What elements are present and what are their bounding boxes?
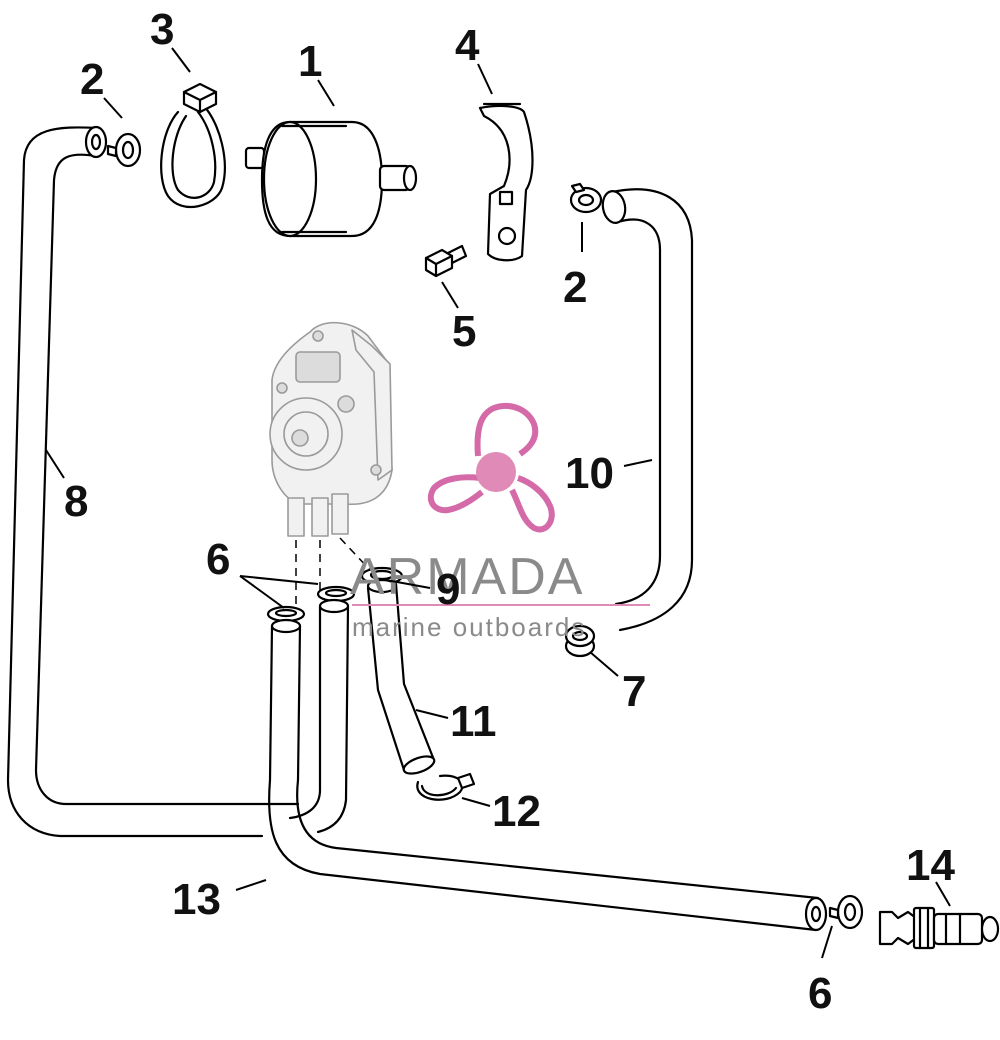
callout-5: 5	[452, 307, 476, 356]
callout-6-top: 6	[206, 535, 230, 584]
callout-11: 11	[450, 697, 497, 746]
propeller-blade-right	[509, 475, 555, 533]
hose-clamp-6-bottom	[828, 894, 864, 930]
callout-3: 3	[150, 5, 174, 54]
callout-10: 10	[565, 449, 614, 498]
leader-lines	[45, 47, 951, 959]
hose-clamp-7	[564, 624, 596, 658]
callouts: 1 2 2 3 4 5 6 6 7 8 9 10 11 12 13 14	[64, 5, 955, 1018]
propeller-blade-left	[427, 474, 484, 514]
propeller-blade-top	[474, 403, 539, 457]
callout-7: 7	[622, 667, 646, 716]
screw-5	[424, 244, 468, 278]
brand-name: ARMADA	[350, 548, 584, 606]
callout-9: 9	[436, 565, 460, 614]
watermark-logo: ARMADA marine outboards	[350, 403, 650, 642]
callout-2-left: 2	[80, 55, 104, 104]
callout-1: 1	[298, 37, 322, 86]
callout-13: 13	[172, 875, 221, 924]
assembly-lines	[295, 537, 371, 612]
bracket-4	[478, 102, 534, 262]
hose-clamp-2-left	[106, 132, 142, 168]
callout-2-right: 2	[563, 263, 587, 312]
hose-13	[268, 598, 828, 932]
hose-8	[6, 125, 300, 838]
hose-10	[601, 188, 694, 632]
callout-14: 14	[906, 841, 955, 890]
fuel-pump-ghost	[269, 321, 393, 537]
tie-strap-3	[160, 82, 226, 208]
brand-tagline: marine outboards	[352, 612, 586, 642]
fuel-filter-1	[244, 120, 418, 238]
hose-clamps-6-pump	[266, 585, 356, 623]
callout-4: 4	[455, 21, 480, 70]
connector-14	[878, 906, 1000, 950]
callout-6-bottom: 6	[808, 969, 832, 1018]
hose-clamp-2-right	[569, 182, 603, 214]
hose-clamp-12	[416, 772, 476, 801]
callout-8: 8	[64, 477, 88, 526]
hose-11	[366, 578, 436, 775]
callout-12: 12	[492, 787, 541, 836]
propeller-hub	[476, 452, 516, 492]
